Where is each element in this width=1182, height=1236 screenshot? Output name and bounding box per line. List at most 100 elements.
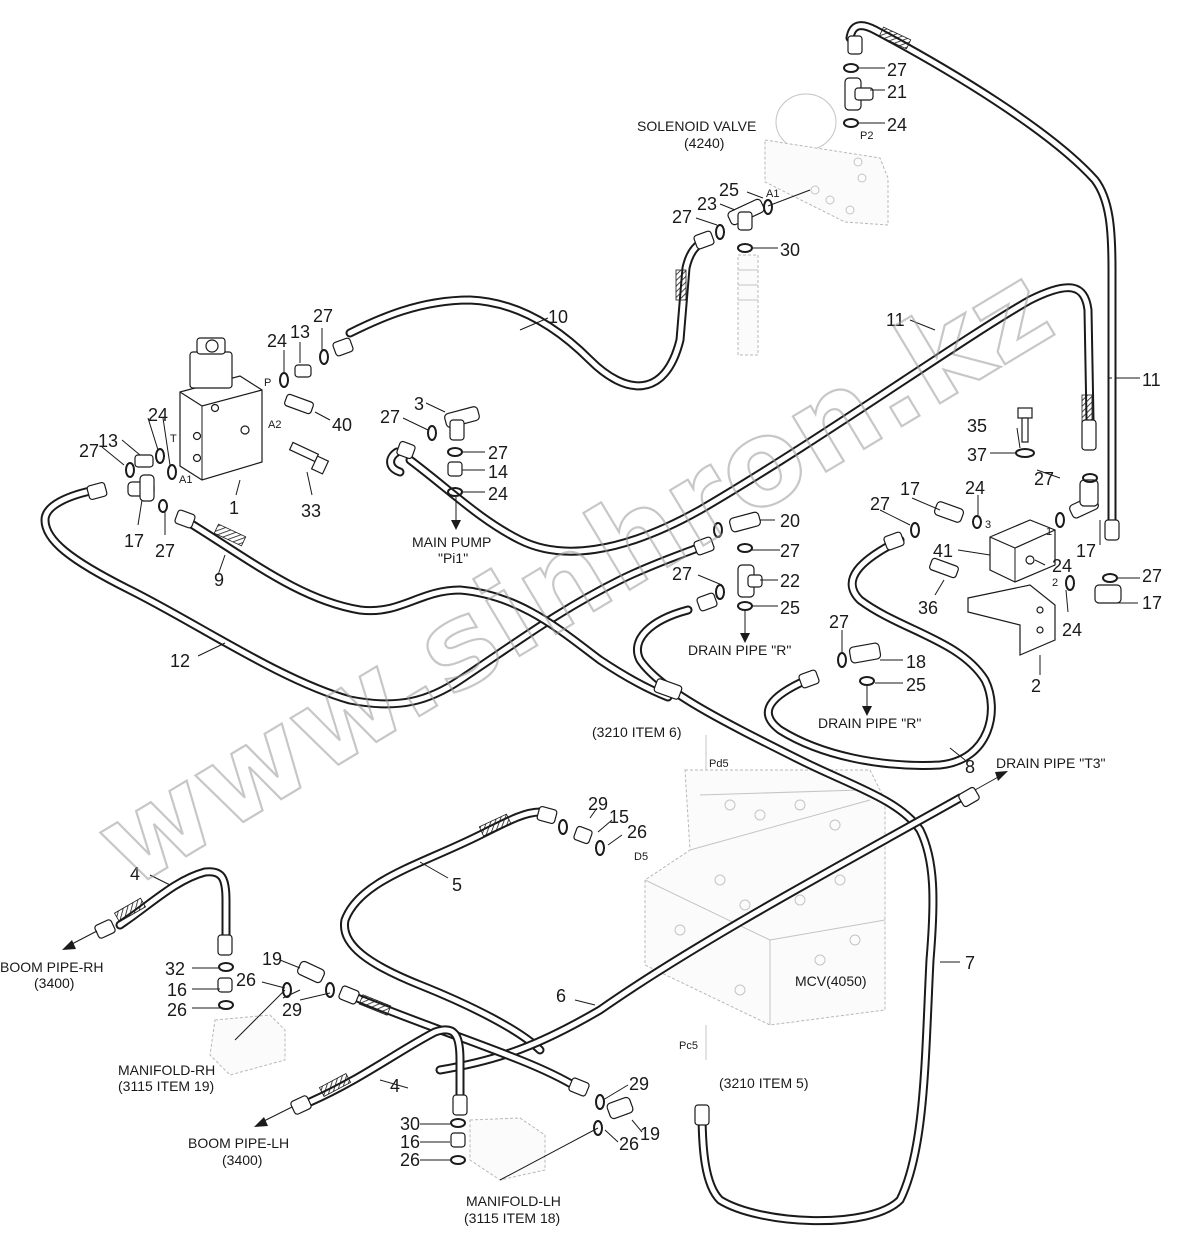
- callout-1: 1: [229, 498, 239, 518]
- callout-6: 6: [556, 986, 566, 1006]
- callout-13: 13: [98, 431, 118, 451]
- callout-24: 24: [965, 478, 985, 498]
- callout-12: 12: [170, 651, 190, 671]
- drain-pipe-r-label: DRAIN PIPE "R": [688, 642, 791, 658]
- elbow-19[interactable]: [296, 960, 634, 1120]
- callout-27: 27: [1034, 469, 1054, 489]
- callout-27: 27: [870, 494, 890, 514]
- pipe-drain-main-pump[interactable]: [386, 447, 405, 477]
- boom-pipe-rh-ref: (3400): [34, 975, 74, 991]
- callout-11: 11: [1142, 370, 1161, 390]
- callout-23: 23: [697, 194, 717, 214]
- callout-19: 19: [640, 1124, 660, 1144]
- valve-block-1[interactable]: [179, 337, 263, 481]
- main-pump-port: "Pi1": [438, 550, 468, 566]
- callout-18: 18: [906, 652, 926, 672]
- solenoid-valve-ghost: [764, 93, 889, 226]
- tee-22[interactable]: [737, 564, 763, 598]
- fitting-40[interactable]: [284, 393, 314, 415]
- callout-9: 9: [214, 570, 224, 590]
- callout-33: 33: [301, 501, 321, 521]
- port-pd5: Pd5: [709, 758, 729, 770]
- tee-3[interactable]: [444, 406, 480, 441]
- callout-7: 7: [965, 953, 975, 973]
- boom-pipe-lh-label: BOOM PIPE-LH: [188, 1135, 289, 1151]
- callout-27: 27: [313, 306, 333, 326]
- port-p: P: [264, 377, 271, 389]
- elbow-17-right[interactable]: [933, 479, 1122, 604]
- callout-17: 17: [900, 479, 920, 499]
- callout-36: 36: [918, 598, 938, 618]
- callout-11: 11: [886, 310, 905, 330]
- elbow-20[interactable]: [728, 511, 762, 533]
- pipe-5[interactable]: [340, 807, 545, 1055]
- callout-16: 16: [167, 980, 187, 1000]
- callout-10: 10: [548, 307, 568, 327]
- bracket-2[interactable]: [967, 584, 1056, 656]
- pipe-11[interactable]: [405, 283, 1095, 556]
- boom-pipe-lh-ref: (3400): [222, 1152, 262, 1168]
- pipe-8[interactable]: [764, 535, 996, 770]
- callout-26: 26: [619, 1134, 639, 1154]
- callout-26: 26: [236, 970, 256, 990]
- port-1: 1: [1046, 526, 1052, 538]
- solenoid-valve-label: SOLENOID VALVE: [637, 118, 756, 134]
- manifold-rh-label: MANIFOLD-RH: [118, 1062, 215, 1078]
- pipe-10[interactable]: [345, 235, 713, 391]
- callout-26: 26: [627, 822, 647, 842]
- pipe-12[interactable]: [40, 485, 705, 709]
- callout-29: 29: [629, 1074, 649, 1094]
- port-a1-solenoid: A1: [766, 188, 779, 200]
- manifold-lh-ref: (3115 ITEM 18): [464, 1210, 560, 1226]
- callout-30: 30: [780, 240, 800, 260]
- port-a1: A1: [179, 474, 192, 486]
- port-3: 3: [985, 519, 991, 531]
- text-labels: SOLENOID VALVE (4240) MAIN PUMP "Pi1" DR…: [0, 118, 1106, 1226]
- callout-22: 22: [780, 571, 800, 591]
- callout-24: 24: [887, 115, 907, 135]
- block-41[interactable]: [989, 519, 1056, 583]
- callout-27: 27: [155, 541, 175, 561]
- tee-21[interactable]: [844, 77, 874, 111]
- callout-3: 3: [414, 394, 424, 414]
- callout-8: 8: [965, 757, 975, 777]
- pipe-9[interactable]: [180, 515, 673, 702]
- flow-arrows: [62, 497, 1008, 1127]
- callout-40: 40: [332, 415, 352, 435]
- callout-25: 25: [780, 598, 800, 618]
- callout-41: 41: [933, 541, 953, 561]
- fittings-small: [134, 364, 593, 1148]
- callout-32: 32: [165, 959, 185, 979]
- callout-26: 26: [400, 1150, 420, 1170]
- callout-27: 27: [1142, 566, 1162, 586]
- main-pump-label: MAIN PUMP: [412, 534, 491, 550]
- callout-17: 17: [124, 531, 144, 551]
- bolt-35[interactable]: [1017, 407, 1033, 443]
- mcv-ghost: [644, 735, 886, 1060]
- port-d5: D5: [634, 851, 648, 863]
- pipe-11-right[interactable]: [845, 21, 1117, 525]
- callout-17: 17: [1142, 593, 1162, 613]
- callout-14: 14: [488, 462, 508, 482]
- drain-pipe-t3-label: DRAIN PIPE "T3": [996, 755, 1106, 771]
- callout-37: 37: [967, 445, 987, 465]
- callout-4: 4: [390, 1076, 400, 1096]
- ref-3210-item-6: (3210 ITEM 6): [592, 724, 681, 740]
- callout-27: 27: [672, 564, 692, 584]
- callout-24: 24: [148, 405, 168, 425]
- hose-sleeves: [113, 26, 1093, 1097]
- callout-2: 2: [1031, 676, 1041, 696]
- bolt-33[interactable]: [288, 441, 330, 475]
- fitting-36[interactable]: [929, 557, 959, 579]
- washer-37[interactable]: [1015, 448, 1035, 458]
- callout-29: 29: [588, 794, 608, 814]
- tee-23[interactable]: [727, 198, 766, 231]
- elbow-18[interactable]: [848, 642, 882, 664]
- callout-24: 24: [267, 331, 287, 351]
- callout-27: 27: [79, 441, 99, 461]
- callout-27: 27: [380, 407, 400, 427]
- pipe-19-run[interactable]: [345, 990, 583, 1093]
- callout-4: 4: [130, 864, 140, 884]
- port-labels: P A2 T A1 A1 P2 Pd5 Pc5 D5 1 2 3: [170, 130, 1058, 1052]
- elbow-17-left[interactable]: [127, 474, 155, 502]
